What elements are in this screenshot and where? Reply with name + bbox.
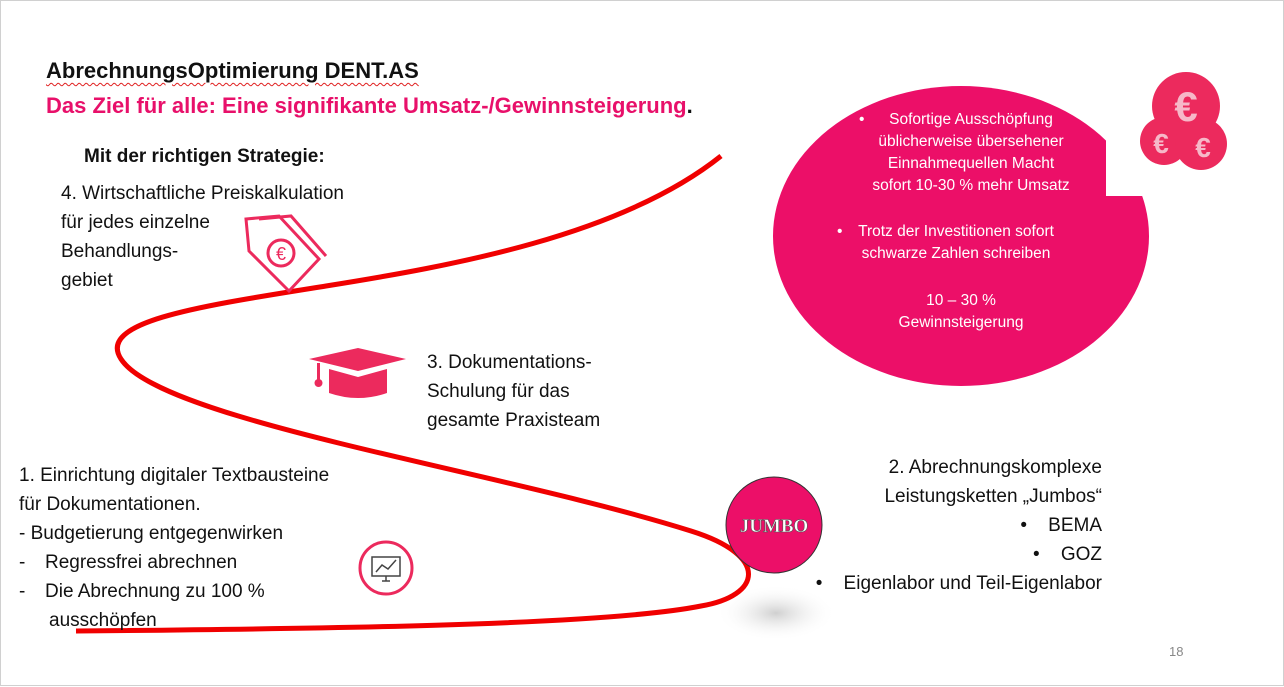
step1-line: für Dokumentationen. [19, 494, 201, 515]
step1-line: 1. Einrichtung digitaler Textbausteine [19, 465, 330, 486]
step-3-text: 3. Dokumentations- Schulung für das gesa… [427, 348, 600, 435]
svg-text:€: € [1174, 83, 1197, 130]
monitor-chart-icon [358, 540, 414, 596]
step3-line: 3. Dokumentations- [427, 352, 592, 373]
slide-title: AbrechnungsOptimierung DENT.AS [46, 58, 419, 83]
step4-line: 4. Wirtschaftliche Preiskalkulation [61, 183, 344, 204]
graduation-cap-icon [309, 348, 406, 398]
step-2-text: 2. Abrechnungskomplexe Leistungsketten „… [816, 453, 1102, 598]
jumbo-badge: JUMBO [725, 476, 823, 574]
euro-price-tag-icon: € [244, 214, 328, 294]
step1-line: - Budgetierung entgegenwirken [19, 523, 284, 544]
jumbo-shadow [716, 585, 836, 641]
roadmap-curve [75, 154, 751, 634]
strategy-heading: Mit der richtigen Strategie: [84, 146, 325, 167]
step2-bullet: • BEMA [1020, 515, 1102, 536]
step3-line: gesamte Praxisteam [427, 410, 601, 431]
subtitle-text: Das Ziel für alle: Eine signifikante Ums… [46, 93, 687, 118]
step2-bullet: • Eigenlabor und Teil-Eigenlabor [815, 573, 1102, 594]
subtitle-period: . [686, 93, 693, 118]
bubble-result: 10 – 30 %Gewinnsteigerung [898, 292, 1024, 331]
step3-line: Schulung für das [427, 381, 570, 402]
step2-line: Leistungsketten „Jumbos“ [884, 486, 1102, 507]
euro-coins-icon: € € € [1140, 72, 1227, 170]
step4-line: Behandlungs- [61, 241, 179, 262]
slide-subtitle: Das Ziel für alle: Eine signifikante Ums… [46, 93, 693, 119]
page-number: 18 [1169, 644, 1184, 659]
step4-line: für jedes einzelne [61, 212, 210, 233]
jumbo-label: JUMBO [740, 516, 809, 537]
svg-text:€: € [1153, 128, 1169, 159]
step-4-text: 4. Wirtschaftliche Preiskalkulation für … [61, 179, 344, 295]
step2-bullet: • GOZ [1033, 544, 1102, 565]
result-bubble [773, 86, 1149, 386]
step4-line: gebiet [61, 270, 113, 291]
svg-text:€: € [1195, 132, 1211, 163]
step1-dash-item: -Die Abrechnung zu 100 % [19, 581, 265, 602]
step1-dash-item: -Regressfrei abrechnen [19, 552, 238, 573]
step2-line: 2. Abrechnungskomplexe [888, 457, 1102, 478]
svg-text:€: € [276, 244, 286, 264]
step-1-text: 1. Einrichtung digitaler Textbausteine f… [19, 461, 329, 635]
step1-line: ausschöpfen [49, 610, 157, 631]
